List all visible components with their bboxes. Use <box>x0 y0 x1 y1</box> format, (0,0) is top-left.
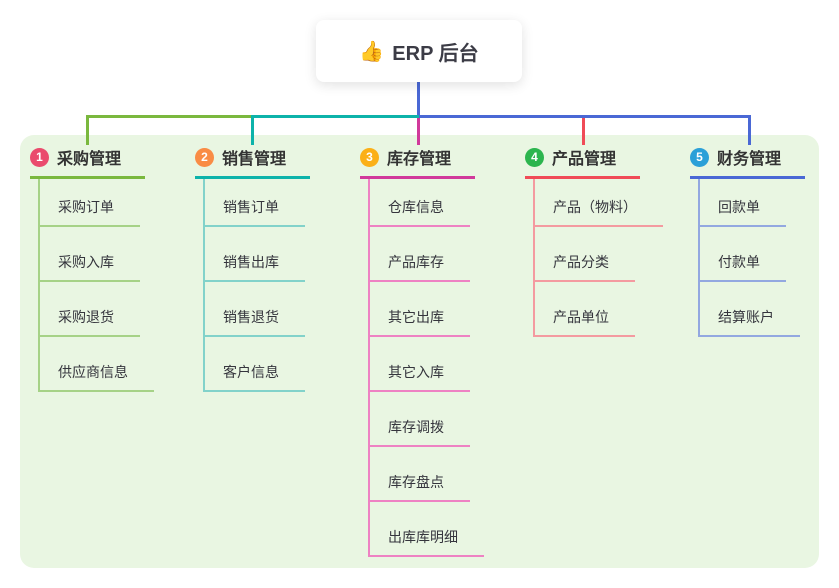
child-node[interactable]: 产品单位 <box>535 282 635 337</box>
branch-drop-line-4 <box>582 118 585 145</box>
branch-bus-left-segment <box>86 115 253 118</box>
branch-column: 4 产品管理 产品（物料） 产品分类产品单位 <box>525 145 675 337</box>
child-node[interactable]: 库存盘点 <box>370 447 470 502</box>
child-node[interactable]: 客户信息 <box>205 337 305 392</box>
child-node[interactable]: 产品库存 <box>370 227 470 282</box>
child-node[interactable]: 结算账户 <box>700 282 800 337</box>
branch-index-badge: 2 <box>195 147 214 167</box>
child-node[interactable]: 仓库信息 <box>370 179 470 227</box>
child-node[interactable]: 付款单 <box>700 227 786 282</box>
branch-label: 库存管理 <box>387 151 452 168</box>
branches-panel <box>20 135 819 568</box>
child-node-label: 采购退货 <box>58 309 114 325</box>
child-node-label: 销售订单 <box>223 199 279 215</box>
child-node[interactable]: 其它入库 <box>370 337 470 392</box>
branch-index-badge: 4 <box>525 147 544 167</box>
branch-node-4[interactable]: 4 产品管理 <box>525 145 640 179</box>
child-node[interactable]: 库存调拨 <box>370 392 470 447</box>
branch-column: 1 采购管理 采购订单采购入库采购退货供应商信息 <box>30 145 180 392</box>
branch-label: 销售管理 <box>222 151 287 168</box>
branch-label: 财务管理 <box>717 151 782 168</box>
child-node[interactable]: 采购退货 <box>40 282 140 337</box>
thumbs-up-icon: 👍 <box>359 40 385 63</box>
child-node[interactable]: 销售出库 <box>205 227 305 282</box>
branch-index-badge: 3 <box>360 147 379 167</box>
branch-node-2[interactable]: 2 销售管理 <box>195 145 310 179</box>
root-connector-line <box>417 82 420 118</box>
branch-children-group: 回款单付款单结算账户 <box>698 179 839 337</box>
child-node[interactable]: 产品（物料） <box>535 179 663 227</box>
branch-node-3[interactable]: 3 库存管理 <box>360 145 475 179</box>
child-node[interactable]: 采购订单 <box>40 179 140 227</box>
branch-column: 2 销售管理 销售订单销售出库销售退货客户信息 <box>195 145 345 392</box>
child-node-label: 仓库信息 <box>388 199 444 215</box>
child-node[interactable]: 出库库明细 <box>370 502 484 557</box>
child-node-label: 客户信息 <box>223 364 279 380</box>
child-node[interactable]: 供应商信息 <box>40 337 154 392</box>
branch-node-1[interactable]: 1 采购管理 <box>30 145 145 179</box>
child-node-label: 其它出库 <box>388 309 444 325</box>
child-node[interactable]: 销售订单 <box>205 179 305 227</box>
child-node-label: 采购入库 <box>58 254 114 270</box>
child-node[interactable]: 回款单 <box>700 179 786 227</box>
branch-bus-right-segment <box>419 115 751 118</box>
branch-children-group: 销售订单销售出库销售退货客户信息 <box>203 179 345 392</box>
child-node[interactable]: 采购入库 <box>40 227 140 282</box>
child-node-label: 付款单 <box>718 254 760 270</box>
branch-drop-line-5 <box>748 115 751 145</box>
branch-index-badge: 5 <box>690 147 709 167</box>
child-node-label: 出库库明细 <box>388 529 458 545</box>
child-node-label: 产品单位 <box>553 309 609 325</box>
root-node[interactable]: 👍 ERP 后台 <box>316 20 522 82</box>
branch-children-group: 仓库信息产品库存其它出库其它入库库存调拨库存盘点出库库明细 <box>368 179 510 557</box>
child-node[interactable]: 其它出库 <box>370 282 470 337</box>
branch-drop-line-2 <box>251 115 254 145</box>
branch-bus-mid-segment <box>253 115 419 118</box>
root-node-label: ERP 后台 <box>392 42 479 65</box>
branch-node-5[interactable]: 5 财务管理 <box>690 145 805 179</box>
branch-drop-line-1 <box>86 115 89 145</box>
child-node-label: 库存调拨 <box>388 419 444 435</box>
branch-index-badge: 1 <box>30 147 49 167</box>
child-node-label: 销售退货 <box>223 309 279 325</box>
branch-drop-line-3 <box>417 118 420 145</box>
branch-children-group: 采购订单采购入库采购退货供应商信息 <box>38 179 180 392</box>
branch-label: 产品管理 <box>552 151 617 168</box>
child-node-label: 回款单 <box>718 199 760 215</box>
child-node-label: 采购订单 <box>58 199 114 215</box>
child-node-label: 产品（物料） <box>553 199 637 215</box>
child-node[interactable]: 产品分类 <box>535 227 635 282</box>
child-node-label: 供应商信息 <box>58 364 128 380</box>
branch-column: 5 财务管理 回款单付款单结算账户 <box>690 145 839 337</box>
child-node[interactable]: 销售退货 <box>205 282 305 337</box>
child-node-label: 销售出库 <box>223 254 279 270</box>
branch-column: 3 库存管理 仓库信息产品库存其它出库其它入库库存调拨库存盘点出库库明细 <box>360 145 510 557</box>
branch-children-group: 产品（物料） 产品分类产品单位 <box>533 179 675 337</box>
child-node-label: 产品分类 <box>553 254 609 270</box>
child-node-label: 结算账户 <box>718 309 774 325</box>
child-node-label: 产品库存 <box>388 254 444 270</box>
child-node-label: 其它入库 <box>388 364 444 380</box>
branch-label: 采购管理 <box>57 151 122 168</box>
child-node-label: 库存盘点 <box>388 474 444 490</box>
